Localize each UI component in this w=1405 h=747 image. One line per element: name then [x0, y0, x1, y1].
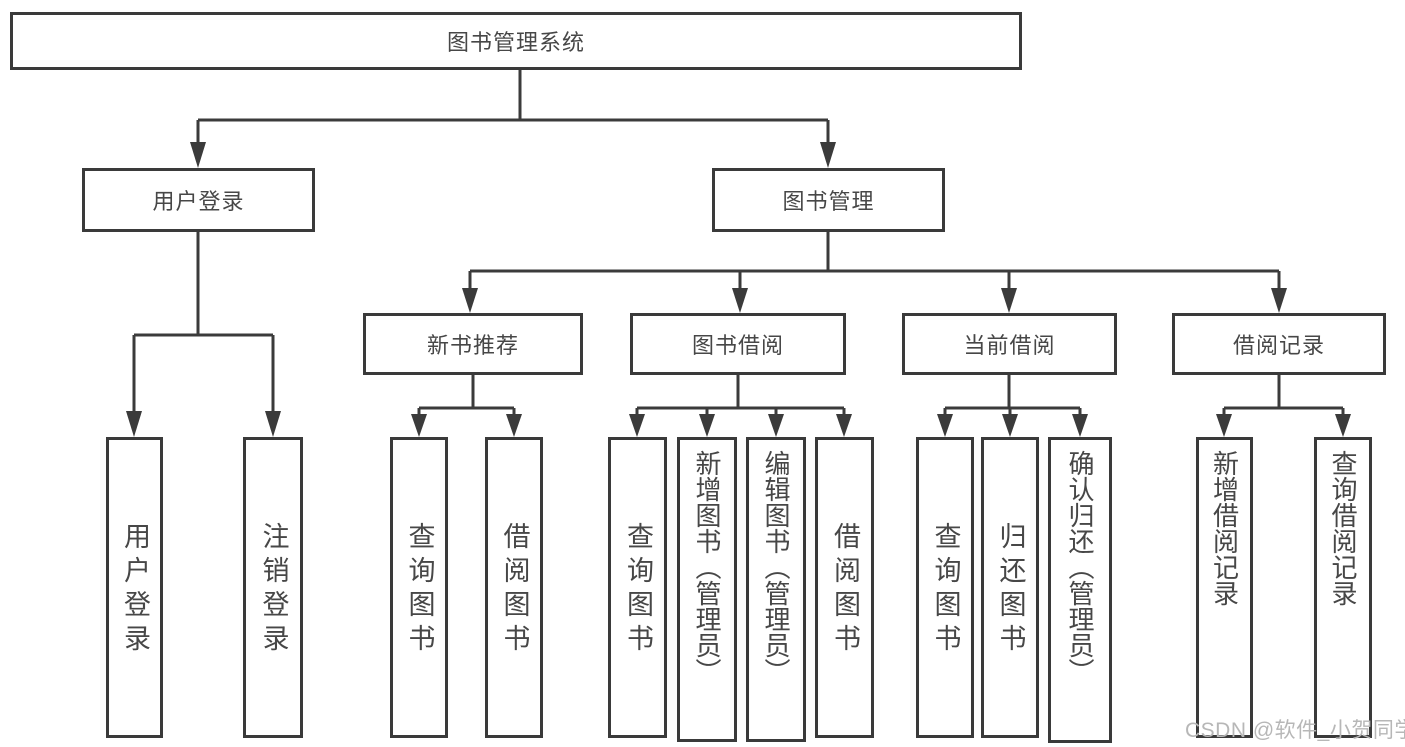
arrow-down-icon: [1335, 414, 1351, 437]
node-book-management: 图书管理: [712, 168, 945, 232]
leaf-current-confirm-return: 确认归还（管理员）: [1048, 437, 1112, 743]
arrow-down-icon: [462, 288, 478, 313]
leaf-newbook-borrow-books: 借阅图书: [485, 437, 543, 738]
arrow-down-icon: [820, 142, 836, 168]
node-root: 图书管理系统: [10, 12, 1022, 70]
leaf-records-add-record: 新增借阅记录: [1196, 437, 1253, 738]
connector-book-management: [462, 232, 1287, 313]
arrow-down-icon: [265, 411, 281, 437]
node-borrow-records: 借阅记录: [1172, 313, 1386, 375]
arrow-down-icon: [836, 414, 852, 437]
arrow-down-icon: [699, 414, 715, 437]
connector-new-book-recommend: [411, 375, 522, 437]
arrow-down-icon: [1271, 288, 1287, 313]
leaf-current-return-books: 归还图书: [981, 437, 1039, 738]
arrow-down-icon: [126, 411, 142, 437]
connector-current-borrow: [937, 375, 1088, 437]
leaf-borrow-add-books: 新增图书（管理员）: [677, 437, 737, 742]
connector-root: [190, 70, 836, 168]
connector-borrow-records: [1216, 375, 1351, 437]
node-new-book-recommend: 新书推荐: [363, 313, 583, 375]
arrow-down-icon: [732, 288, 748, 313]
leaf-logout: 注销登录: [243, 437, 303, 738]
watermark: CSDN @软件_小贺同学: [1185, 719, 1405, 742]
connector-user-login: [126, 232, 281, 437]
arrow-down-icon: [411, 414, 427, 437]
arrow-down-icon: [937, 414, 953, 437]
leaf-borrow-borrow-books: 借阅图书: [815, 437, 874, 738]
leaf-records-query-record: 查询借阅记录: [1314, 437, 1372, 738]
leaf-newbook-query-books: 查询图书: [390, 437, 448, 738]
arrow-down-icon: [1072, 414, 1088, 437]
node-user-login: 用户登录: [82, 168, 315, 232]
arrow-down-icon: [768, 414, 784, 437]
arrow-down-icon: [1001, 288, 1017, 313]
leaf-borrow-query-books: 查询图书: [608, 437, 667, 738]
arrow-down-icon: [190, 142, 206, 168]
leaf-user-login: 用户登录: [106, 437, 163, 738]
node-book-borrow: 图书借阅: [630, 313, 846, 375]
node-current-borrow: 当前借阅: [902, 313, 1117, 375]
leaf-current-query-books: 查询图书: [916, 437, 974, 738]
arrow-down-icon: [629, 414, 645, 437]
leaf-borrow-edit-books: 编辑图书（管理员）: [746, 437, 806, 742]
arrow-down-icon: [1216, 414, 1232, 437]
arrow-down-icon: [506, 414, 522, 437]
connector-book-borrow: [629, 375, 852, 437]
arrow-down-icon: [1002, 414, 1018, 437]
